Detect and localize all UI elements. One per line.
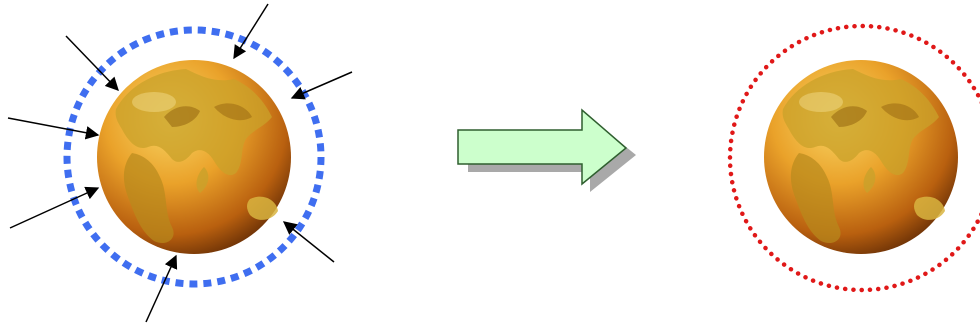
right-scene [727, 23, 980, 293]
incoming-arrow-top-left [65, 35, 119, 91]
incoming-arrow-top [233, 3, 269, 60]
incoming-arrows [7, 3, 353, 323]
right-arrow-body [457, 108, 628, 186]
incoming-arrow-top-right [290, 71, 353, 100]
dashed-boundary-circle [63, 26, 325, 288]
earth-globe-icon [764, 60, 958, 254]
left-scene [7, 3, 353, 323]
incoming-arrow-bottom [145, 254, 178, 323]
right-arrow-icon [457, 108, 636, 192]
earth-globe-icon [97, 60, 291, 254]
incoming-arrow-left-upper [7, 117, 100, 140]
incoming-arrow-left-lower [9, 186, 100, 229]
incoming-arrow-bottom-right [282, 221, 335, 263]
dotted-boundary-circle [727, 23, 980, 293]
